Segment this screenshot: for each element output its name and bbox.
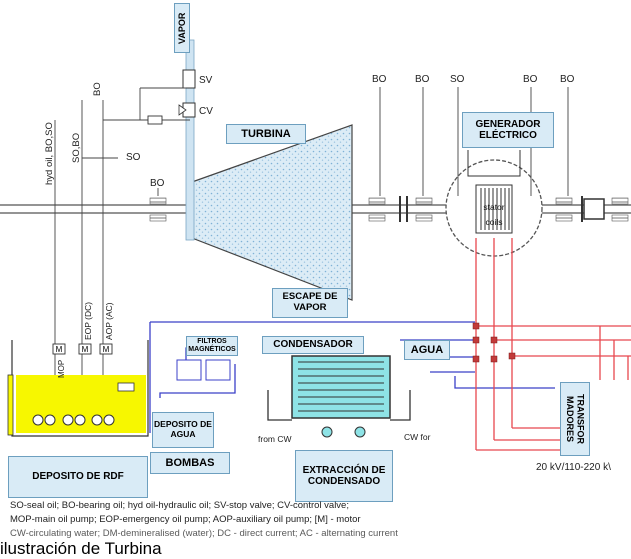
- stator-text: stator: [483, 202, 504, 212]
- vertical-tag-mop: MOP: [57, 360, 66, 378]
- from-cw-text: from CW: [258, 434, 292, 444]
- turbine-casing: [191, 124, 353, 301]
- tag-so-valve: SO: [126, 152, 141, 163]
- vertical-tag-2: SO,BO: [71, 133, 82, 163]
- water-lines: [149, 321, 555, 433]
- vertical-tag-1: hyd oil, BO,SO: [44, 122, 55, 185]
- tag-sv: SV: [199, 75, 213, 86]
- generator: [445, 150, 543, 257]
- exciter: [583, 198, 605, 220]
- motor-mark-1: M: [56, 345, 63, 354]
- label-vapor: VAPOR: [174, 3, 190, 53]
- legend-line-3: CW-circulating water; DM-demineralised (…: [10, 528, 398, 539]
- legend-line-1: SO-seal oil; BO-bearing oil; hyd oil-hyd…: [10, 500, 349, 511]
- vertical-tag-eop: EOP (DC): [83, 302, 93, 340]
- connection-nodes: [472, 322, 516, 363]
- top-tag-4: BO: [523, 74, 538, 85]
- label-transformadores: TRANSFOR MADORES: [560, 382, 590, 456]
- label-escape: ESCAPE DE VAPOR: [272, 288, 348, 318]
- label-turbina: TURBINA: [226, 124, 306, 144]
- legend-line-2: MOP-main oil pump; EOP-emergency oil pum…: [10, 514, 361, 525]
- coils-text: coils: [485, 217, 502, 227]
- top-tag-2: BO: [415, 74, 430, 85]
- label-filtros: FILTROS MAGNÉTICOS: [186, 336, 238, 356]
- condenser: [267, 355, 411, 438]
- top-tag-1: BO: [372, 74, 387, 85]
- oil-filter-box: [147, 115, 163, 125]
- vertical-tag-3: BO: [92, 82, 103, 96]
- motor-mark-3: M: [103, 345, 110, 354]
- electric-lines: [475, 238, 631, 451]
- shaft-couplings: [399, 196, 583, 222]
- cw-for-text: CW for: [404, 432, 431, 442]
- vertical-tag-aop: AOP (AC): [104, 302, 114, 340]
- label-generador: GENERADOR ELÉCTRICO: [462, 112, 554, 148]
- label-deposito-agua: DEPOSITO DE AGUA: [152, 412, 214, 448]
- motor-marks: [52, 343, 113, 355]
- oil-tank: [7, 340, 149, 437]
- label-extraccion: EXTRACCIÓN DE CONDENSADO: [295, 450, 393, 502]
- steam-pipe: [178, 39, 196, 241]
- label-bombas: BOMBAS: [150, 452, 230, 474]
- top-tag-3: SO: [450, 74, 465, 85]
- tag-cv: CV: [199, 106, 213, 117]
- label-deposito-rdf: DEPOSITO DE RDF: [8, 456, 148, 498]
- magnetic-filters: [176, 359, 231, 381]
- top-tag-5: BO: [560, 74, 575, 85]
- tag-bo-turbine: BO: [150, 178, 165, 189]
- label-agua: AGUA: [404, 340, 450, 360]
- motor-mark-2: M: [82, 345, 89, 354]
- label-condensador: CONDENSADOR: [262, 336, 364, 354]
- voltage-text: 20 kV/110-220 k\: [536, 462, 611, 473]
- figure-caption: ilustración de Turbina: [0, 539, 162, 558]
